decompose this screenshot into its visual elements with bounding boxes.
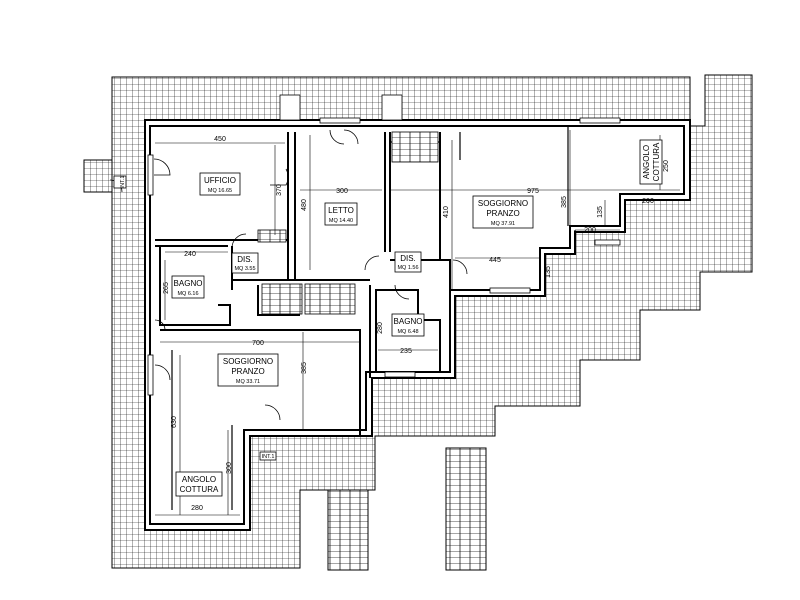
room-ufficio-name: UFFICIO: [204, 176, 236, 185]
dim-410: 410: [443, 206, 450, 218]
room-letto: LETTO MQ 14.40: [324, 202, 358, 226]
room-bagno-left-name: BAGNO: [174, 279, 203, 288]
room-dis-left-area: MQ 3.55: [234, 266, 255, 272]
room-soggiorno-left-area: MQ 33.71: [236, 379, 260, 385]
dim-265: 265: [163, 282, 170, 294]
room-labels: UFFICIO MQ 16.65 LETTO MQ 14.40 SOGGIORN…: [171, 139, 663, 497]
dim-300-vertical: 300: [226, 462, 233, 474]
dim-235: 235: [400, 348, 412, 355]
dim-250: 250: [663, 160, 670, 172]
room-ufficio: UFFICIO MQ 16.65: [199, 172, 241, 196]
room-dis-left-name: DIS.: [237, 255, 253, 264]
dim-370: 370: [276, 184, 283, 196]
room-bagno-right-area: MQ 6.48: [397, 329, 418, 335]
dim-200-upper: 200: [642, 198, 654, 205]
room-angolo-right: ANGOLO COTTURA: [639, 139, 663, 185]
room-soggiorno-right-name1: SOGGIORNO: [478, 199, 528, 208]
dim-385-left: 385: [301, 362, 308, 374]
dim-280-horizontal: 280: [191, 505, 203, 512]
room-angolo-left-name1: ANGOLO: [182, 475, 216, 484]
room-soggiorno-right-area: MQ 37.91: [491, 221, 515, 227]
room-dis-right: DIS. MQ 1.56: [394, 251, 422, 273]
room-angolo-left: ANGOLO COTTURA: [175, 471, 223, 497]
entry-markers: INT.1 INT.1: [113, 176, 277, 461]
room-bagno-left: BAGNO MQ 6.16: [171, 275, 205, 299]
dim-135-lower: 135: [545, 266, 552, 278]
dim-200-lower: 200: [584, 227, 596, 234]
room-angolo-left-name2: COTTURA: [180, 485, 219, 494]
room-bagno-right: BAGNO MQ 6.48: [391, 313, 425, 337]
room-dis-right-name: DIS.: [400, 254, 416, 263]
dimension-lines: [155, 130, 684, 516]
dim-630: 630: [171, 416, 178, 428]
windows: [147, 94, 621, 396]
room-angolo-right-name1: ANGOLO: [642, 145, 651, 179]
dim-385-right: 385: [561, 196, 568, 208]
dim-450: 450: [214, 136, 226, 143]
room-letto-area: MQ 14.40: [329, 218, 353, 224]
room-bagno-left-area: MQ 6.16: [177, 291, 198, 297]
room-dis-left: DIS. MQ 3.55: [231, 252, 259, 274]
dim-240: 240: [184, 251, 196, 258]
dim-300: 300: [336, 188, 348, 195]
interior-walls: [155, 126, 576, 510]
dim-445: 445: [489, 257, 501, 264]
dim-480: 480: [301, 199, 308, 211]
dim-975: 975: [527, 188, 539, 195]
interior-stairs: [257, 131, 439, 315]
room-soggiorno-right: SOGGIORNO PRANZO MQ 37.91: [472, 195, 534, 229]
dim-280-vertical: 280: [377, 322, 384, 334]
marker-int-left: INT.1: [120, 176, 126, 189]
room-ufficio-area: MQ 16.65: [208, 188, 232, 194]
room-soggiorno-right-name2: PRANZO: [486, 209, 519, 218]
room-soggiorno-left: SOGGIORNO PRANZO MQ 33.71: [217, 353, 279, 387]
doors: [109, 129, 468, 421]
marker-int-bottom: INT.1: [262, 454, 275, 460]
room-angolo-right-name2: COTTURA: [652, 142, 661, 181]
dim-135-upper: 135: [597, 206, 604, 218]
room-letto-name: LETTO: [328, 206, 354, 215]
room-soggiorno-left-name1: SOGGIORNO: [223, 357, 273, 366]
dimension-labels: 450 370 480 300 975 385 410 200 250 135 …: [163, 136, 670, 512]
room-bagno-right-name: BAGNO: [394, 317, 423, 326]
room-dis-right-area: MQ 1.56: [397, 265, 418, 271]
dim-700: 700: [252, 340, 264, 347]
room-soggiorno-left-name2: PRANZO: [231, 367, 264, 376]
